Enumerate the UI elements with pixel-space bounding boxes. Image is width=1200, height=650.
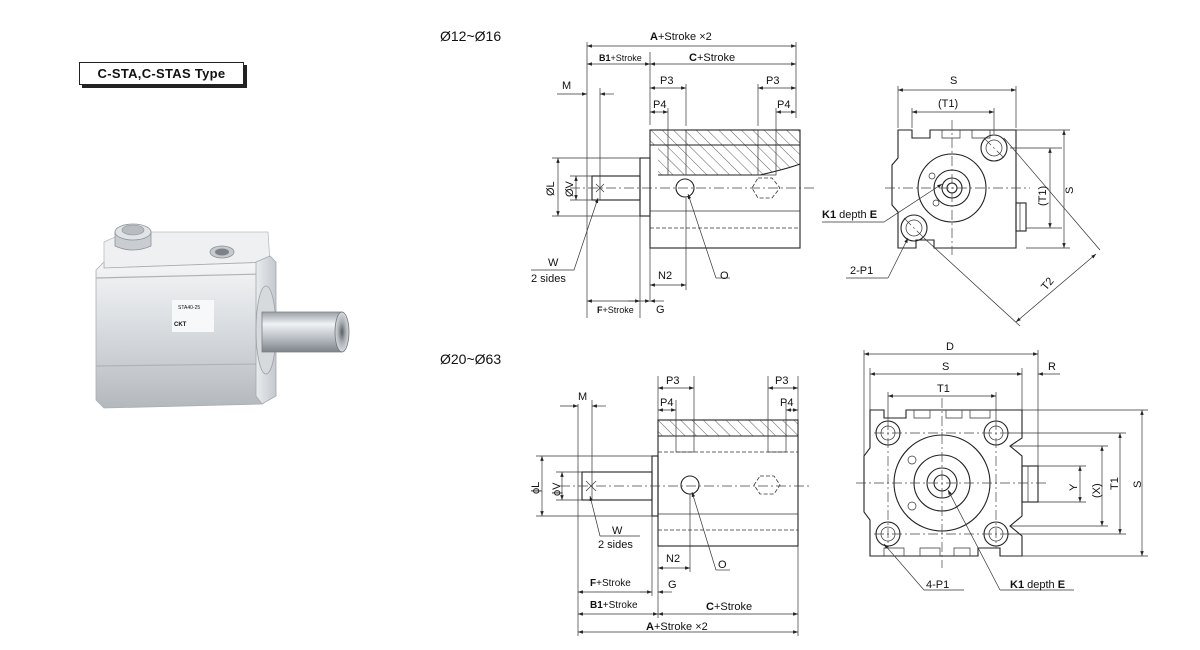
- bottom-end-view: [856, 398, 1048, 568]
- bottom-dimensions: M ϕL ϕV P3 P3 P4 P4 W 2: [530, 375, 799, 636]
- top-end-k1: K1: [822, 209, 836, 221]
- top-end-t2: T2: [1039, 275, 1056, 293]
- bottom-f-label: F: [590, 578, 596, 589]
- svg-text:F+Stroke: F+Stroke: [590, 578, 631, 589]
- top-end-s-top: S: [950, 75, 957, 87]
- bottom-end-e: E: [1058, 579, 1065, 591]
- bottom-end-s-top: S: [942, 361, 949, 373]
- bottom-v: ϕV: [551, 482, 563, 496]
- bottom-end-p1: 4-P1: [926, 579, 949, 591]
- top-g: G: [656, 304, 665, 316]
- svg-text:F+Stroke: F+Stroke: [597, 305, 634, 315]
- top-c-suffix: +Stroke: [697, 52, 735, 64]
- bottom-b1-label: B1: [590, 600, 603, 611]
- top-end-t1-top: (T1): [938, 98, 958, 110]
- svg-text:K1 depth E: K1 depth E: [822, 209, 877, 221]
- bottom-end-t1-top: T1: [937, 383, 950, 395]
- top-end-dimensions: S (T1) (T1) S T2 K1 depth E 2-P1: [822, 75, 1101, 327]
- bottom-heading: Ø20~Ø63: [440, 351, 501, 367]
- bottom-p3-left: P3: [666, 375, 679, 387]
- svg-text:C+Stroke: C+Stroke: [706, 601, 752, 613]
- top-a-suffix: +Stroke ×2: [658, 31, 712, 43]
- top-b1-suffix: +Stroke: [611, 53, 642, 63]
- bottom-a-suffix: +Stroke ×2: [654, 621, 708, 633]
- bottom-o: O: [718, 559, 727, 571]
- top-w: W: [548, 257, 559, 269]
- top-side-view: [570, 129, 815, 300]
- top-f-label: F: [597, 305, 603, 315]
- top-v: ØV: [564, 180, 576, 197]
- bottom-p4-right: P4: [780, 397, 793, 409]
- top-end-t1-side: (T1): [1037, 186, 1049, 206]
- top-c-label: C: [689, 52, 697, 64]
- bottom-end-y: Y: [1068, 483, 1080, 491]
- bottom-m: M: [578, 391, 587, 403]
- photo-brand: CKT: [174, 322, 187, 328]
- top-m: M: [562, 80, 571, 92]
- bottom-g: G: [668, 579, 677, 591]
- top-n2: N2: [658, 270, 672, 282]
- bottom-end-x: (X): [1091, 483, 1103, 498]
- bottom-w-sides: 2 sides: [598, 539, 633, 551]
- bottom-end-s-side: S: [1132, 481, 1144, 488]
- type-label: C-STA,C-STAS Type: [79, 62, 244, 85]
- bottom-end-dimensions: D S R T1 Y (X) T1 S: [863, 341, 1148, 591]
- top-end-e: E: [870, 209, 877, 221]
- svg-text:B1+Stroke: B1+Stroke: [599, 53, 642, 63]
- bottom-b1-suffix: +Stroke: [603, 600, 638, 611]
- top-end-p1: 2-P1: [850, 265, 873, 277]
- svg-text:B1+Stroke: B1+Stroke: [590, 600, 638, 611]
- top-a-label: A: [650, 31, 658, 43]
- bottom-f-suffix: +Stroke: [596, 578, 631, 589]
- bottom-side-view: [560, 419, 812, 547]
- top-dimensions: A+Stroke ×2 B1+Stroke C+Stroke P3 P3 P4 …: [531, 31, 797, 318]
- top-l: ØL: [545, 181, 557, 196]
- top-p4-right: P4: [777, 99, 790, 111]
- bottom-c-suffix: +Stroke: [714, 601, 752, 613]
- bottom-w: W: [612, 525, 623, 537]
- svg-text:A+Stroke ×2: A+Stroke ×2: [650, 31, 712, 43]
- bottom-end-r: R: [1048, 361, 1056, 373]
- top-heading: Ø12~Ø16: [440, 28, 501, 44]
- top-end-depth: depth: [836, 209, 870, 221]
- top-b1-label: B1: [599, 53, 611, 63]
- svg-text:A+Stroke ×2: A+Stroke ×2: [646, 621, 708, 633]
- top-end-view: [885, 120, 1030, 255]
- bottom-p3-right: P3: [775, 375, 788, 387]
- bottom-end-d: D: [946, 341, 954, 353]
- top-end-s-side: S: [1064, 187, 1076, 194]
- bottom-n2: N2: [666, 553, 680, 565]
- bottom-p4-left: P4: [660, 397, 673, 409]
- bottom-end-t1-side: T1: [1109, 477, 1121, 490]
- top-o: O: [720, 270, 729, 282]
- top-p3-right: P3: [766, 75, 779, 87]
- bottom-a-label: A: [646, 621, 654, 633]
- bottom-end-k1: K1: [1010, 579, 1024, 591]
- bottom-c-label: C: [706, 601, 714, 613]
- cylinder-photo: STA40-25 CKT: [95, 223, 350, 409]
- photo-model: STA40-25: [178, 305, 200, 311]
- top-w-sides: 2 sides: [531, 273, 566, 285]
- top-p3-left: P3: [660, 75, 673, 87]
- svg-text:C+Stroke: C+Stroke: [689, 52, 735, 64]
- bottom-end-depth: depth: [1024, 579, 1058, 591]
- top-p4-left: P4: [653, 99, 666, 111]
- bottom-l: ϕL: [530, 482, 542, 494]
- svg-text:K1 depth E: K1 depth E: [1010, 579, 1065, 591]
- top-f-suffix: +Stroke: [603, 305, 634, 315]
